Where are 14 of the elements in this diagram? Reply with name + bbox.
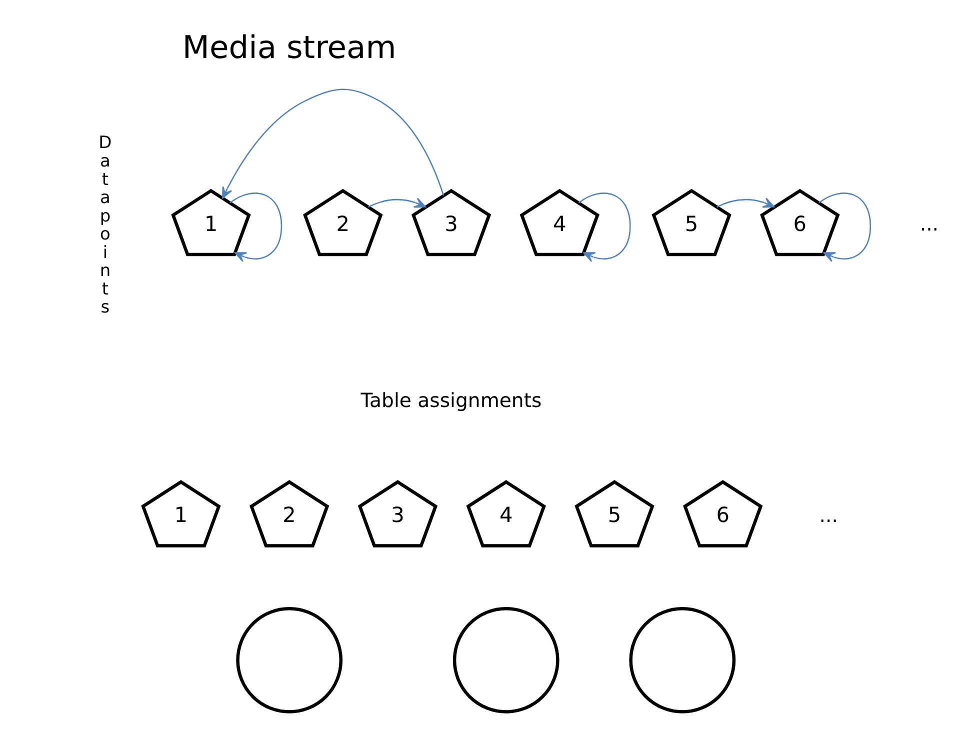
arrow [818,192,872,262]
node-circle [629,606,736,714]
arrow [230,192,282,262]
arrow [716,198,775,208]
arrow [368,198,426,208]
arrow [578,192,631,262]
arrow [222,88,444,199]
node-circle [452,606,560,714]
node-circle [236,606,343,714]
label: Media stream [182,30,396,66]
label: Datapoints [98,133,112,318]
label: ... [920,212,939,236]
label: ... [819,504,838,527]
label: Table assignments [360,388,542,412]
